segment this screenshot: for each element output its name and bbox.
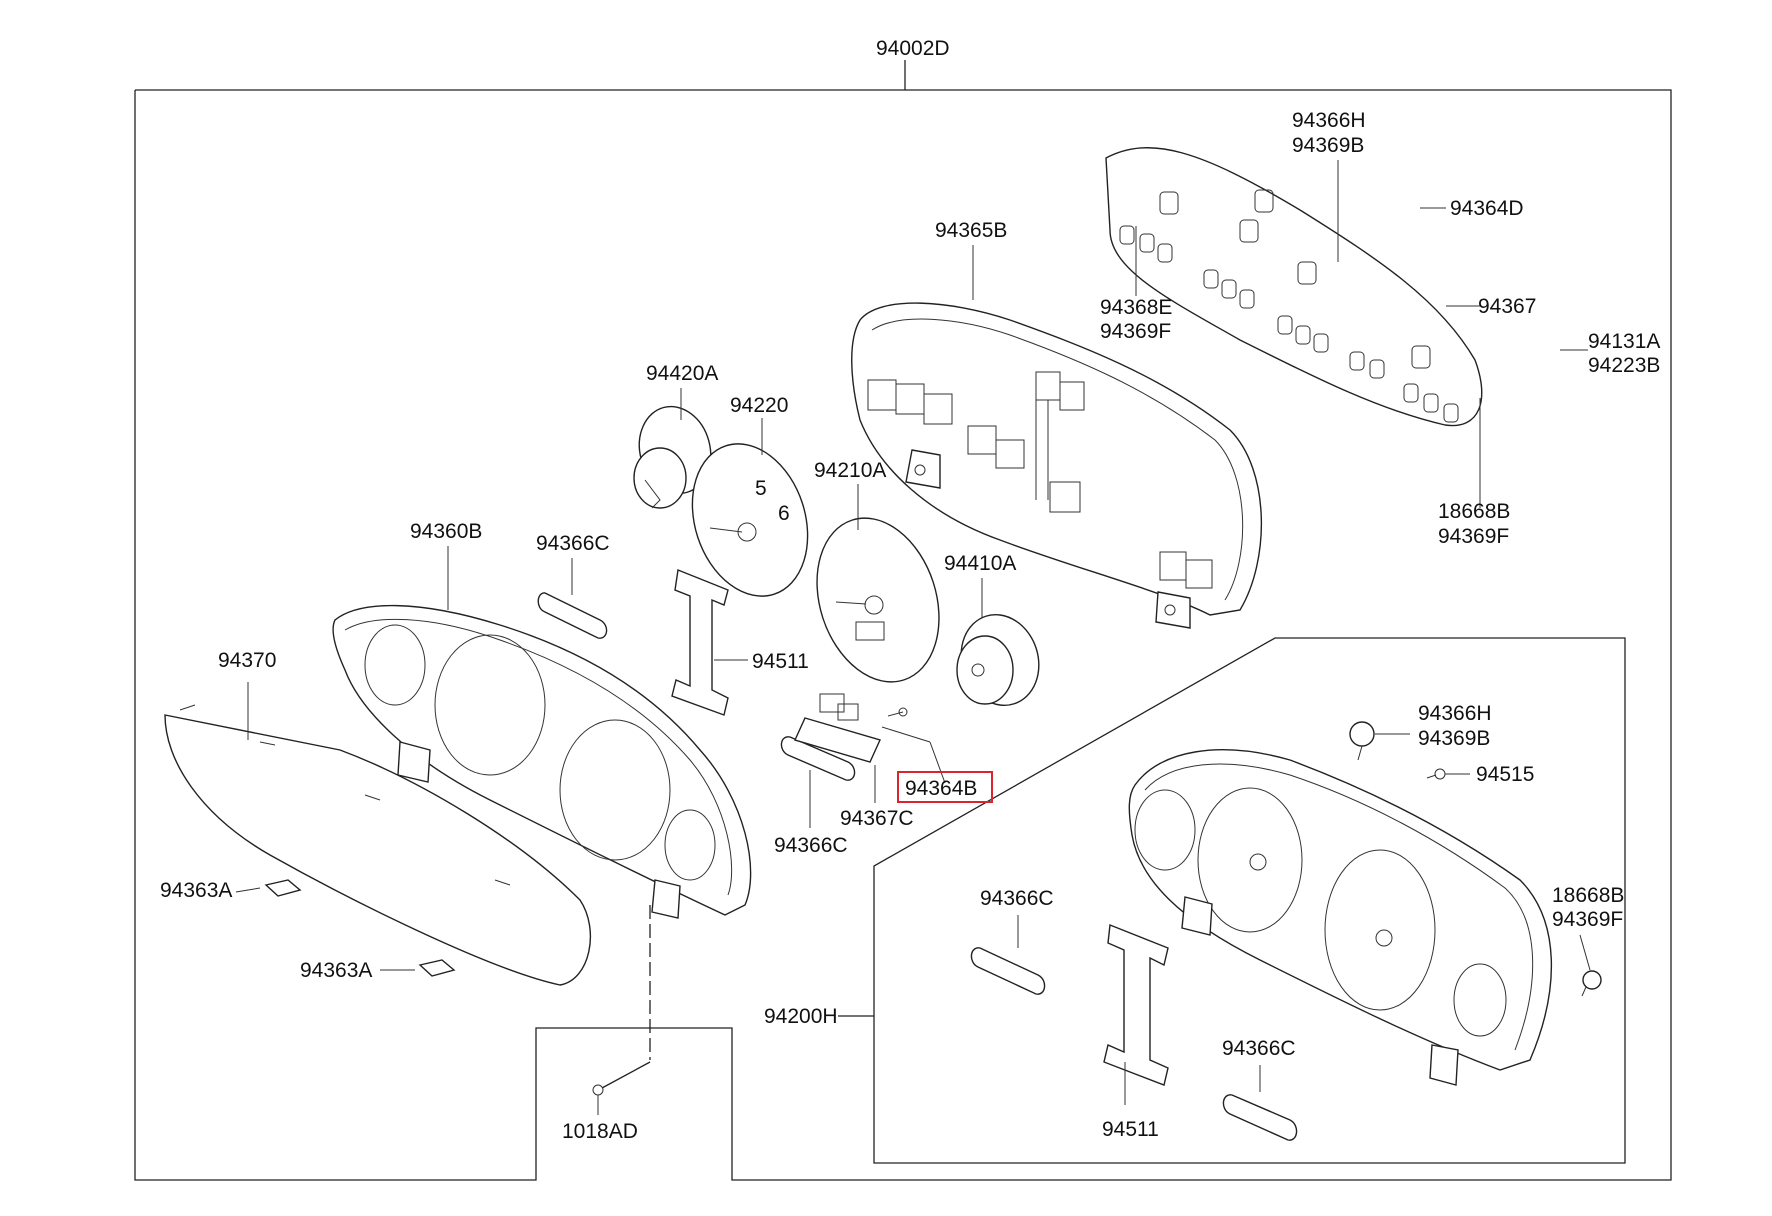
- label-94365b[interactable]: 94365B: [935, 219, 1007, 242]
- label-94366c-2[interactable]: 94366C: [774, 834, 848, 857]
- label-94368e[interactable]: 94368E: [1100, 296, 1172, 319]
- label-94363a-1[interactable]: 94363A: [160, 879, 232, 902]
- label-18668b-sub[interactable]: 18668B: [1552, 884, 1624, 907]
- label-94200h[interactable]: 94200H: [764, 1005, 838, 1028]
- sub-screw: [1426, 768, 1446, 780]
- printed-circuit-board: [1105, 147, 1483, 427]
- label-94366c-1[interactable]: 94366C: [536, 532, 610, 555]
- speedometer: [816, 517, 940, 683]
- label-94367c[interactable]: 94367C: [840, 807, 914, 830]
- label-94366h-sub[interactable]: 94366H: [1418, 702, 1492, 725]
- label-94511[interactable]: 94511: [752, 650, 809, 673]
- label-94369b-top[interactable]: 94369B: [1292, 134, 1364, 157]
- lens-strip-2: [780, 736, 856, 781]
- part-labels: 94002D 94366H 94369B 94364D 94365B 94367…: [160, 37, 1660, 1143]
- mounting-plate: [671, 569, 729, 716]
- label-94002d[interactable]: 94002D: [876, 37, 950, 60]
- label-94366c-sub-1[interactable]: 94366C: [980, 887, 1054, 910]
- sub-lens-strip-2: [1222, 1094, 1298, 1141]
- label-94367[interactable]: 94367: [1478, 295, 1536, 318]
- label-94515[interactable]: 94515: [1476, 763, 1534, 786]
- label-94364d[interactable]: 94364D: [1450, 197, 1524, 220]
- fuel-gauge: [633, 405, 712, 509]
- label-94420a[interactable]: 94420A: [646, 362, 718, 385]
- label-94360b[interactable]: 94360B: [410, 520, 482, 543]
- sub-bulb: [1349, 721, 1375, 761]
- subassembly-cluster: [1128, 749, 1553, 1086]
- tachometer: 56: [691, 443, 809, 597]
- label-94369f-sub[interactable]: 94369F: [1552, 908, 1623, 931]
- callout-lines: [235, 160, 1591, 1115]
- upper-case: [851, 302, 1263, 629]
- label-1018ad[interactable]: 1018AD: [562, 1120, 638, 1143]
- screw-94364b: [887, 707, 908, 717]
- clip-2: [418, 959, 456, 977]
- label-94369f-top[interactable]: 94369F: [1100, 320, 1171, 343]
- label-94410a[interactable]: 94410A: [944, 552, 1016, 575]
- temperature-gauge: [956, 614, 1040, 706]
- label-94369f-right[interactable]: 94369F: [1438, 525, 1509, 548]
- face-case: [332, 604, 752, 919]
- subassembly-frame: [838, 637, 1626, 1164]
- label-94223b[interactable]: 94223B: [1588, 354, 1660, 377]
- lens-glass: [164, 704, 592, 986]
- label-94220[interactable]: 94220: [730, 394, 788, 417]
- label-94210a[interactable]: 94210A: [814, 459, 886, 482]
- clip-1: [264, 879, 302, 897]
- sub-socket: [1581, 970, 1602, 997]
- assembly-frame: [134, 60, 1672, 1181]
- bolt-1018ad: [592, 905, 651, 1096]
- sub-lens-strip-1: [970, 947, 1046, 995]
- highlight-box: [897, 771, 993, 803]
- label-94369b-sub[interactable]: 94369B: [1418, 727, 1490, 750]
- label-94131a[interactable]: 94131A: [1588, 330, 1660, 353]
- svg-text:5: 5: [755, 477, 767, 500]
- lens-strip-1: [537, 592, 608, 639]
- svg-text:6: 6: [778, 502, 790, 525]
- module: [794, 693, 881, 763]
- label-94366c-sub-2[interactable]: 94366C: [1222, 1037, 1296, 1060]
- label-94370[interactable]: 94370: [218, 649, 276, 672]
- label-94364b[interactable]: 94364B: [905, 777, 977, 800]
- label-94511-sub[interactable]: 94511: [1102, 1118, 1159, 1141]
- label-94366h-top[interactable]: 94366H: [1292, 109, 1366, 132]
- label-94363a-2[interactable]: 94363A: [300, 959, 372, 982]
- label-18668b-top[interactable]: 18668B: [1438, 500, 1510, 523]
- sub-plate: [1103, 924, 1169, 1086]
